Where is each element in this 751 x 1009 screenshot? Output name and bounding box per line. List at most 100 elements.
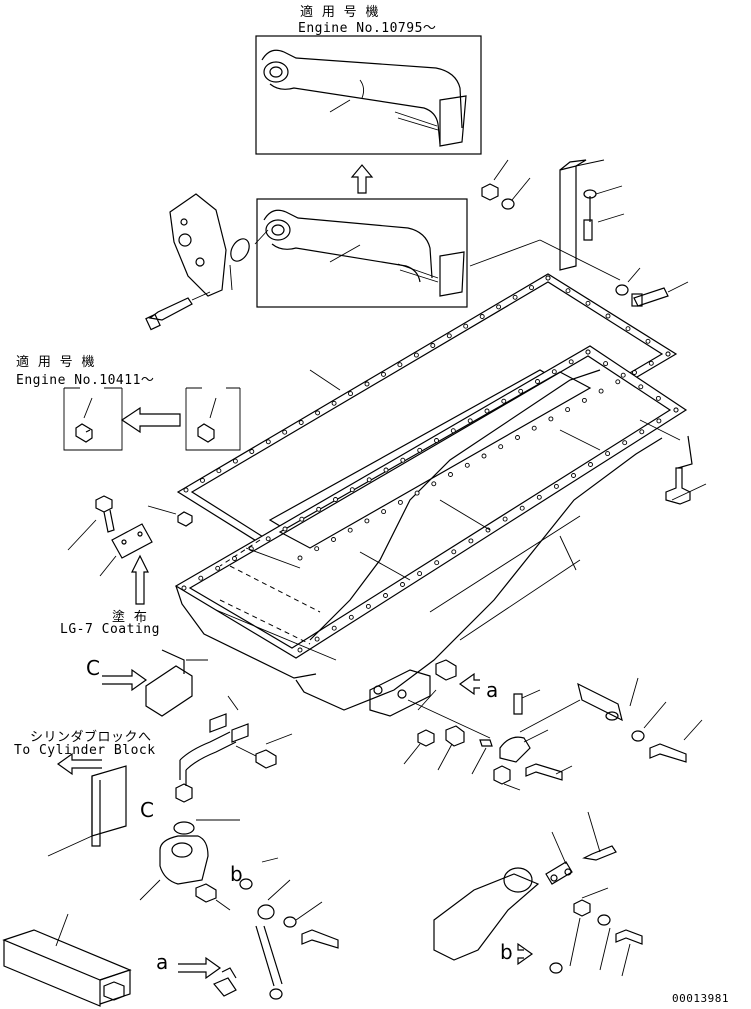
bolt-hole	[656, 418, 662, 424]
suction-elbow	[139, 835, 231, 911]
bolt-hole	[414, 490, 420, 496]
gear-housing	[169, 193, 269, 297]
bolt-hole	[615, 379, 621, 385]
coating-label-jp: 塗 布	[112, 610, 148, 625]
cylinder-block-label-en: To Cylinder Block	[14, 743, 156, 758]
bolt-hole	[299, 516, 305, 522]
inset-plug-left	[63, 387, 241, 451]
bolt-hole	[400, 582, 405, 587]
bolt-hole	[498, 444, 504, 450]
strainer-pipe	[433, 811, 643, 977]
bolt-hole	[314, 636, 320, 642]
bolt-washer-right	[615, 267, 689, 307]
bolt-hole	[467, 418, 473, 424]
bolt-hole	[216, 468, 222, 474]
bolt-hole	[479, 314, 485, 319]
document-number: 00013981	[672, 992, 729, 1005]
bolt-hole	[331, 625, 337, 631]
bracket-c	[102, 649, 208, 717]
engine-number-label-left: Engine No.10411～	[16, 373, 155, 388]
bolt-hole	[545, 275, 551, 281]
applicable-engine-label-jp-left: 適 用 号 機	[16, 355, 95, 370]
bolt-hole	[515, 435, 520, 440]
applicable-engine-label-jp-top: 適 用 号 機	[300, 5, 379, 20]
bolt-hole	[381, 509, 387, 515]
bolt-hole	[468, 538, 474, 544]
bolt-hole	[364, 518, 370, 524]
bolt-hole	[548, 416, 554, 422]
bolt-hole	[364, 381, 370, 387]
bolt-right-pan	[665, 467, 691, 505]
engine-number-label-top: Engine No.10795～	[298, 21, 437, 36]
bolt-hole	[588, 462, 593, 467]
bolt-left-top	[145, 291, 211, 331]
bolt-hole	[181, 585, 187, 591]
bolt-hole	[632, 370, 637, 375]
bolt-hole	[298, 420, 304, 425]
bolt-hole	[413, 352, 419, 358]
bolt-hole	[232, 458, 238, 464]
bolt-hole	[417, 571, 423, 577]
bolt-hole	[565, 407, 571, 413]
bolt-hole	[496, 304, 502, 310]
bolt-hole	[434, 438, 439, 443]
bolt-hole	[265, 536, 271, 542]
bolt-hole	[648, 360, 654, 366]
bolt-hole	[502, 516, 508, 522]
bolt-hole	[315, 410, 321, 416]
bolt-hole	[581, 397, 587, 403]
bolt-hole	[249, 449, 255, 454]
left-arrow-icon	[120, 406, 181, 434]
bolt-hole	[620, 372, 626, 378]
bolt-hole	[333, 497, 338, 502]
ref-a-bottom: a	[156, 950, 169, 974]
bolt-hole	[200, 477, 205, 483]
bolt-hole	[603, 361, 609, 367]
bolt-hole	[571, 473, 576, 478]
bolt-hole	[481, 453, 487, 459]
up-arrow-coat-icon	[131, 554, 149, 605]
bolt-hole	[297, 647, 303, 653]
ref-a-middle: a	[486, 678, 499, 702]
cylinder-block-bracket	[47, 752, 127, 857]
bolt-hole	[365, 603, 371, 609]
bolt-hole	[431, 481, 437, 487]
bolt-hole	[400, 457, 406, 463]
bolt-hole	[316, 506, 322, 512]
leader-lines	[245, 369, 707, 581]
bolt-hole	[450, 428, 456, 434]
bolt-hole	[434, 560, 440, 566]
bolt-hole	[673, 407, 679, 413]
bolt-hole	[535, 379, 540, 384]
bolt-hole	[638, 384, 644, 390]
bolt-hole	[529, 285, 534, 291]
bolt-hole	[397, 362, 403, 368]
inset-pipe-new	[255, 35, 482, 155]
ref-c-bottom: C	[140, 798, 155, 822]
bolt-hole	[551, 369, 557, 375]
bolt-hole	[297, 555, 303, 561]
bolt-hole	[348, 391, 353, 397]
bolt-hole	[531, 425, 537, 431]
oil-pan	[174, 345, 693, 711]
bolt-hole	[381, 371, 386, 377]
washers-lower	[239, 857, 339, 1000]
bolt-hole	[512, 294, 518, 300]
bolt-hole	[451, 549, 457, 555]
bolt-hole	[448, 472, 453, 477]
bolt-hole	[282, 526, 288, 532]
bolt-hole	[585, 300, 591, 306]
bolt-hole	[464, 462, 470, 468]
bolt-hole	[568, 359, 574, 365]
tube-assembly	[173, 695, 293, 835]
nut-washer	[481, 159, 531, 210]
bolt-hole	[215, 565, 221, 571]
square-tube	[2, 913, 132, 1007]
ref-c-top: C	[86, 656, 101, 680]
bolt-hole	[232, 556, 237, 561]
bolt-plate-left	[67, 495, 193, 605]
bolt-hole	[565, 288, 571, 294]
bolt-hole	[655, 395, 661, 401]
bolt-hole	[183, 487, 189, 493]
